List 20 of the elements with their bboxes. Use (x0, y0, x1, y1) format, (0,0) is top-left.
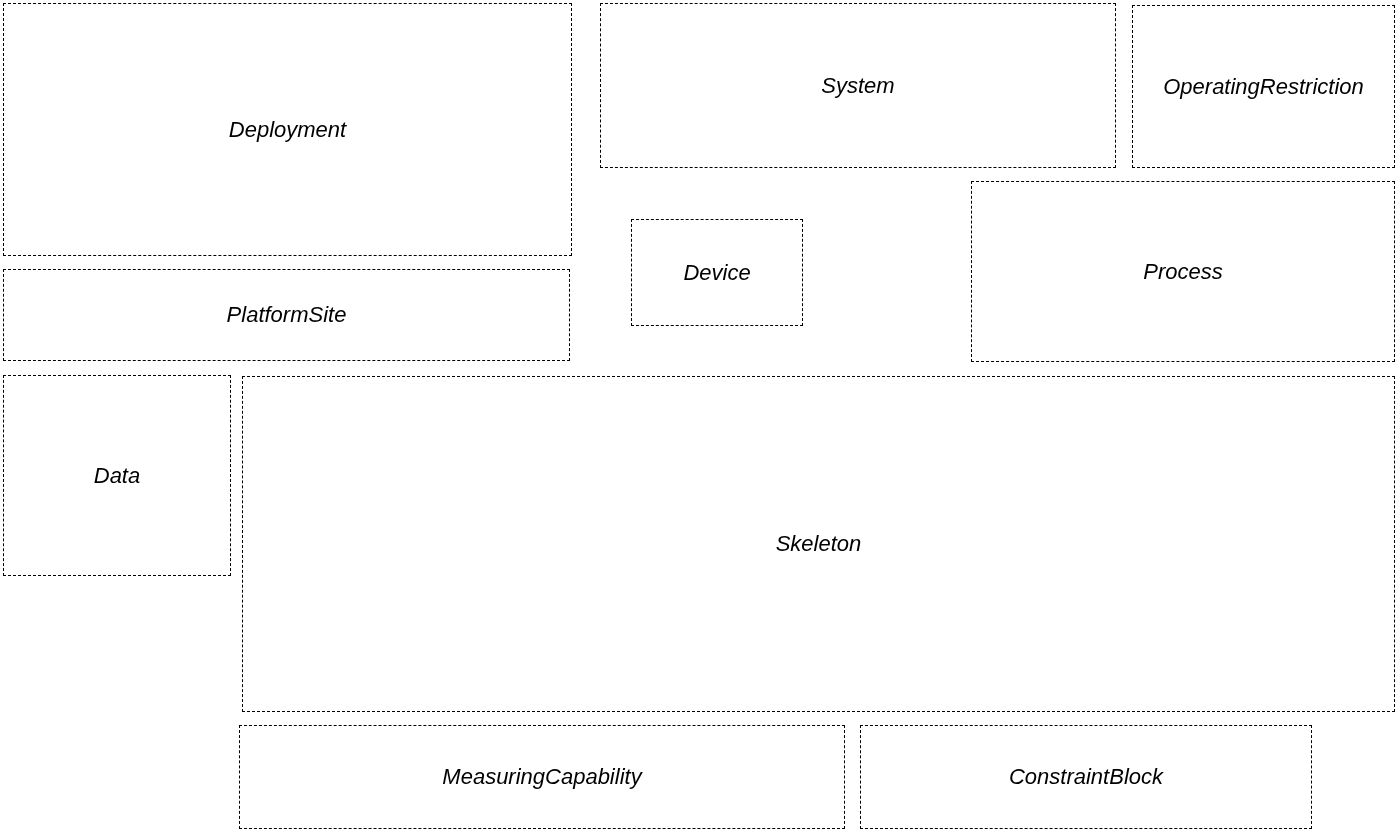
class-name: Deployment (228, 116, 347, 143)
class-box (242, 376, 1395, 712)
class-name: Data (93, 462, 141, 489)
class-name: System (821, 72, 895, 99)
class-box (3, 269, 570, 361)
class-name: PlatformSite (226, 302, 347, 328)
class-box (239, 725, 845, 829)
class-name: MeasuringCapability (442, 764, 642, 790)
class-name: OperatingRestriction (1163, 73, 1364, 100)
class-box (971, 181, 1395, 362)
class-box (1132, 5, 1395, 168)
class-box (860, 725, 1312, 829)
class-name: ConstraintBlock (1008, 764, 1164, 790)
class-name: Skeleton (775, 531, 862, 557)
class-box (3, 375, 231, 576)
class-name: Device (683, 259, 751, 286)
class-box (631, 219, 803, 326)
class-box (3, 3, 572, 256)
class-name: Process (1143, 258, 1223, 285)
class-box (600, 3, 1116, 168)
